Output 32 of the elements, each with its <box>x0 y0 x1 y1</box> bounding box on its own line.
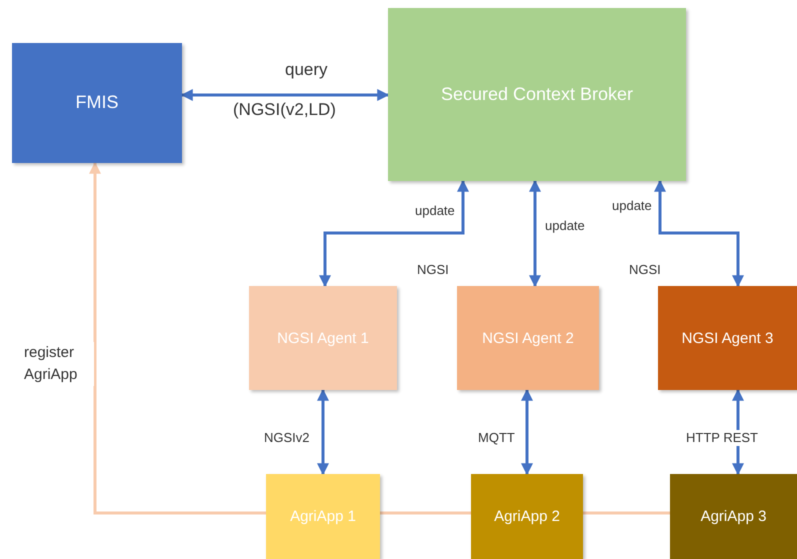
arrow <box>319 180 469 288</box>
app-box <box>266 474 380 559</box>
arrow <box>317 388 329 476</box>
node-label: NGSI Agent 3 <box>682 328 774 348</box>
node-label: AgriApp 2 <box>494 507 560 527</box>
line <box>380 512 471 514</box>
arrow <box>521 388 533 476</box>
node-label: Secured Context Broker <box>440 82 634 106</box>
app-box <box>670 474 797 559</box>
agent-box <box>457 286 599 390</box>
edge-label: HTTP REST <box>684 430 760 446</box>
edge-label: update <box>610 198 654 214</box>
edge-label: update <box>413 203 457 219</box>
agent-box <box>658 286 797 390</box>
arrow <box>654 180 744 288</box>
node-label: AgriApp 3 <box>700 507 766 527</box>
node-label: NGSI Agent 2 <box>482 328 574 348</box>
agent-box <box>249 286 397 390</box>
app-box <box>471 474 583 559</box>
edge-label: register AgriApp <box>22 342 94 386</box>
arrow <box>180 89 390 101</box>
system-box <box>12 43 182 163</box>
node-label: NGSI Agent 1 <box>277 328 369 348</box>
edge-label: MQTT <box>476 430 517 446</box>
line <box>583 512 670 514</box>
arrow <box>529 180 541 288</box>
broker-box <box>388 8 686 181</box>
edge-label: update <box>543 218 587 234</box>
arrow <box>89 162 266 514</box>
node-label: AgriApp 1 <box>290 507 356 527</box>
protocol-label: (NGSI(v2,LD) <box>231 102 338 118</box>
node-label: FMIS <box>76 91 118 114</box>
